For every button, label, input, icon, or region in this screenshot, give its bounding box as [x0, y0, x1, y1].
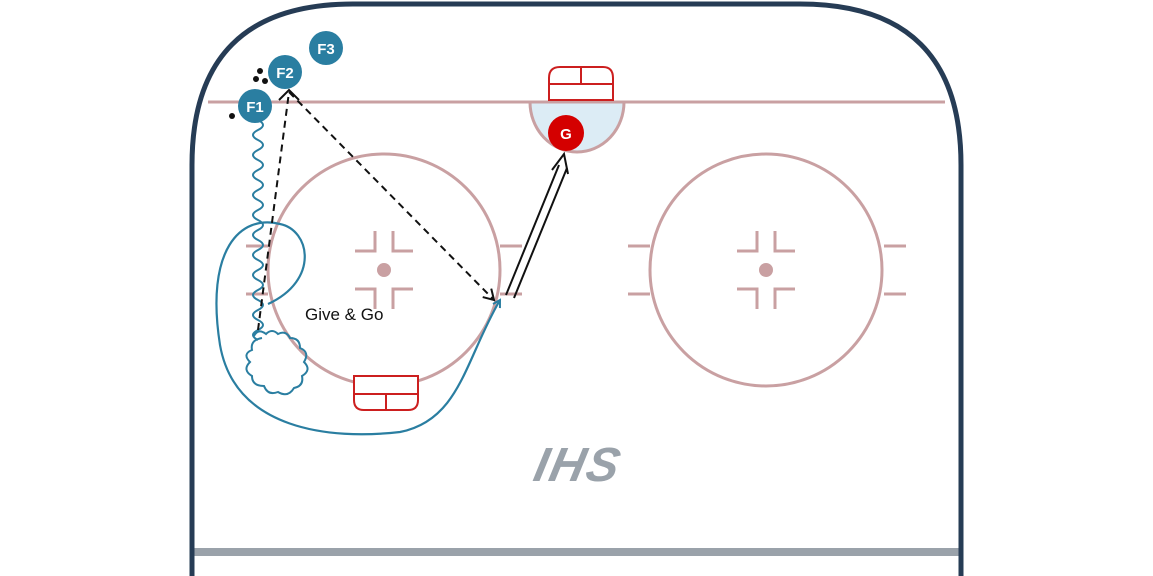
net-icon — [353, 375, 419, 411]
shot-path — [505, 151, 569, 299]
player-f2: F2 — [268, 55, 302, 89]
drill-label: Give & Go — [305, 305, 383, 324]
pass-f1-to-f2 — [257, 91, 290, 331]
right-faceoff-circle — [628, 152, 906, 388]
svg-text:F3: F3 — [317, 41, 335, 58]
pass-f2-to-slot — [288, 91, 496, 302]
skate-path-f1-sweep — [215, 221, 500, 436]
puck-icon — [257, 68, 263, 74]
faceoff-dot-icon — [377, 263, 391, 277]
puck-icon — [253, 76, 259, 82]
net-icon — [548, 66, 614, 101]
pass-caret — [278, 88, 300, 101]
logo: IHS — [529, 438, 626, 491]
puck-icon — [262, 78, 268, 84]
faceoff-dot-icon — [759, 263, 773, 277]
rink-boards — [189, 1, 964, 576]
skate-path-f1-loop — [245, 330, 309, 396]
player-f1: F1 — [238, 89, 272, 123]
skate-path-f1 — [252, 119, 264, 341]
svg-text:F2: F2 — [276, 65, 294, 82]
player-f3: F3 — [309, 31, 343, 65]
puck-icon — [229, 113, 235, 119]
svg-text:F1: F1 — [246, 99, 264, 116]
svg-text:G: G — [560, 126, 572, 143]
player-goalie: G — [548, 115, 584, 151]
puck-group — [229, 68, 268, 119]
